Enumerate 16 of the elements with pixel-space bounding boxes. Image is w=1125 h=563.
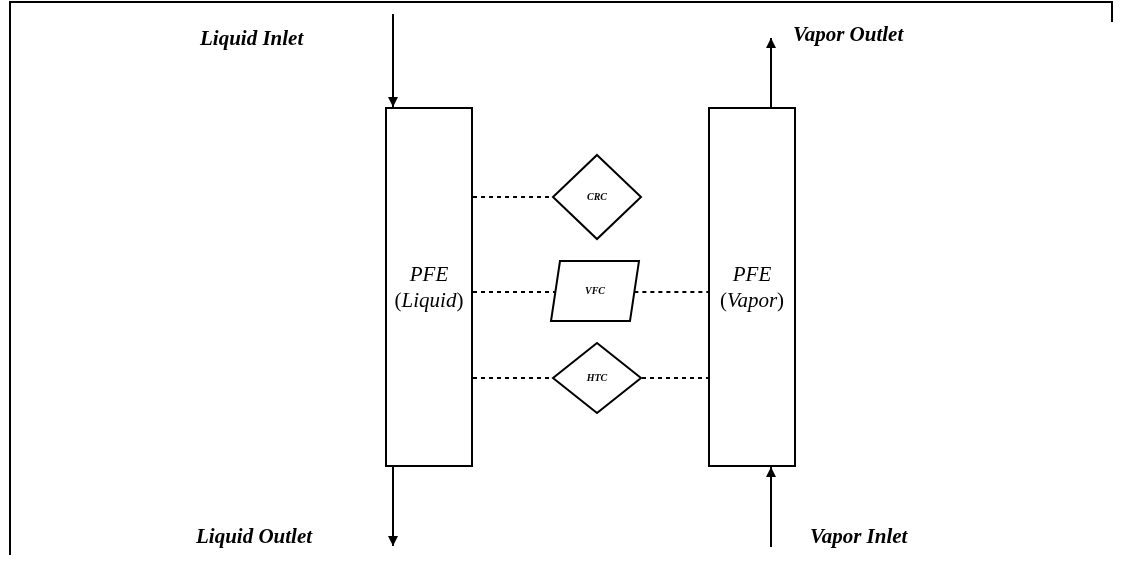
arrow	[388, 13, 398, 108]
node-label: PFE (Liquid)	[394, 260, 464, 314]
node-label: PFE (Vapor)	[718, 260, 786, 314]
process-box	[708, 107, 796, 467]
arrow	[388, 466, 398, 547]
edge-label: Liquid Inlet	[200, 26, 304, 51]
edge-label: Vapor Outlet	[793, 22, 904, 47]
arrow	[766, 37, 776, 108]
dashed-connector	[641, 377, 709, 379]
edge-label: Liquid Outlet	[196, 524, 313, 549]
edge-label: Vapor Inlet	[810, 524, 908, 549]
arrow	[766, 466, 776, 548]
process-box	[385, 107, 473, 467]
node-label: CRC	[587, 190, 607, 204]
node-label: HTC	[586, 371, 608, 385]
node-label: VFC	[585, 284, 605, 298]
